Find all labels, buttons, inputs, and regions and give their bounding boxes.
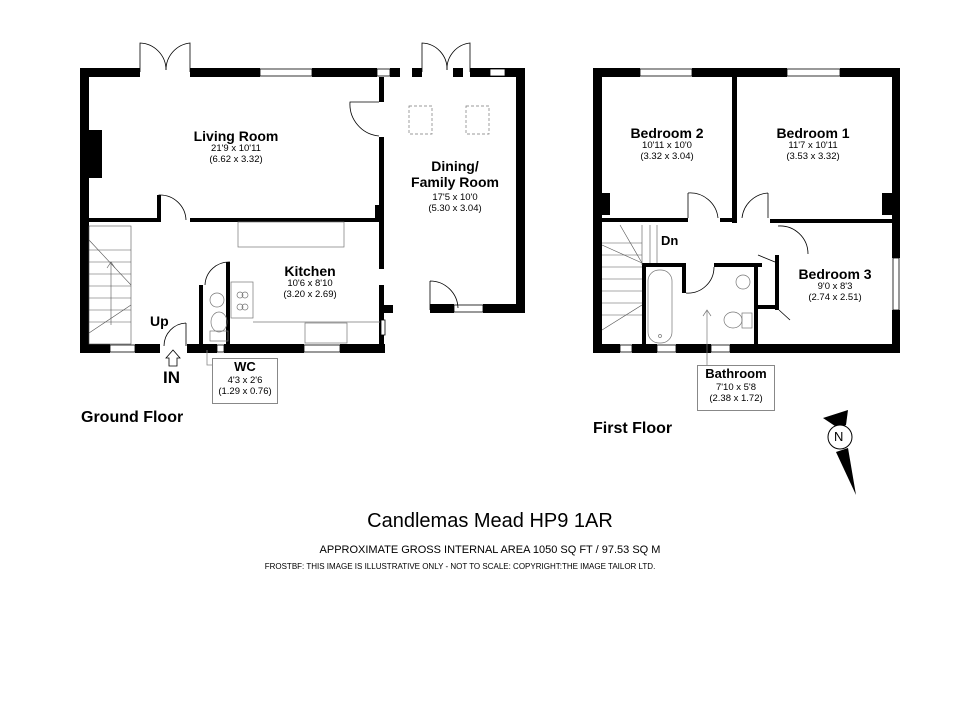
room-name: Bedroom 2 [630,125,704,141]
first-floor-windows [619,68,900,353]
gross-internal-area: APPROXIMATE GROSS INTERNAL AREA 1050 SQ … [319,544,661,556]
first-floor-label: First Floor [593,420,673,437]
room-dimensions-imperial: 11'7 x 10'11 [788,140,838,152]
room-name-line2: Family Room [411,174,499,191]
compass-north-label: N [834,429,844,444]
room-label-wc: WC 4'3 x 2'6 (1.29 x 0.76) [212,358,278,404]
room-label-kitchen: Kitchen 10'6 x 8'10 (3.20 x 2.69) [260,263,360,301]
room-label-bathroom: Bathroom 7'10 x 5'8 (2.38 x 1.72) [697,365,775,411]
room-dimensions-imperial: 10'6 x 8'10 [287,278,333,290]
room-dimensions-imperial: 10'11 x 10'0 [642,140,692,152]
room-name: Bedroom 3 [798,266,872,282]
room-dimensions-imperial: 7'10 x 5'8 [715,381,757,393]
room-label-bedroom-2: Bedroom 2 10'11 x 10'0 (3.32 x 3.04) [612,125,722,163]
property-title: Candlemas Mead HP9 1AR [367,510,613,532]
ground-stairs [88,225,132,345]
stairs-down-label: Dn [661,233,679,248]
room-name: Living Room [193,128,279,144]
ground-floor-doors [139,42,471,347]
first-stairs [601,224,658,331]
room-label-dining-family-room: Dining/ Family Room 17'5 x 10'0 (5.30 x … [400,158,510,215]
room-dimensions-metric: (2.38 x 1.72) [709,392,763,404]
ground-floor-label: Ground Floor [81,409,184,426]
room-label-bedroom-1: Bedroom 1 11'7 x 10'11 (3.53 x 3.32) [758,125,868,163]
room-name: Bathroom [705,366,767,381]
first-floor-walls [593,68,900,353]
room-dimensions-metric: (5.30 x 3.04) [428,203,482,215]
first-floor-doors [685,192,809,321]
room-label-bedroom-3: Bedroom 3 9'0 x 8'3 (2.74 x 2.51) [785,266,885,304]
room-name-line1: Dining/ [431,158,479,174]
room-name: Kitchen [284,263,336,279]
compass-icon [823,410,856,495]
room-dimensions-metric: (6.62 x 3.32) [209,154,263,166]
room-label-living-room: Living Room 21'9 x 10'11 (6.62 x 3.32) [176,128,296,166]
bathroom-fittings [647,269,753,360]
ground-floor-windows [109,68,506,353]
room-dimensions-metric: (2.74 x 2.51) [808,292,862,304]
entrance-label: IN [163,368,180,387]
kitchen-fittings [209,221,380,344]
copyright-notice: FROSTBF: THIS IMAGE IS ILLUSTRATIVE ONLY… [264,562,656,571]
room-dimensions-imperial: 21'9 x 10'11 [211,143,261,155]
room-dimensions-imperial: 17'5 x 10'0 [432,192,478,204]
room-name: WC [234,359,256,374]
room-dimensions-metric: (1.29 x 0.76) [218,385,272,397]
room-dimensions-imperial: 4'3 x 2'6 [227,374,263,386]
entrance-arrow-icon [165,349,181,367]
stairs-up-label: Up [150,313,169,329]
room-dimensions-metric: (3.53 x 3.32) [786,151,840,163]
room-name: Bedroom 1 [776,125,850,141]
room-dimensions-imperial: 9'0 x 8'3 [817,281,853,293]
skylights [408,105,490,135]
room-dimensions-metric: (3.32 x 3.04) [640,151,694,163]
room-dimensions-metric: (3.20 x 2.69) [283,289,337,301]
